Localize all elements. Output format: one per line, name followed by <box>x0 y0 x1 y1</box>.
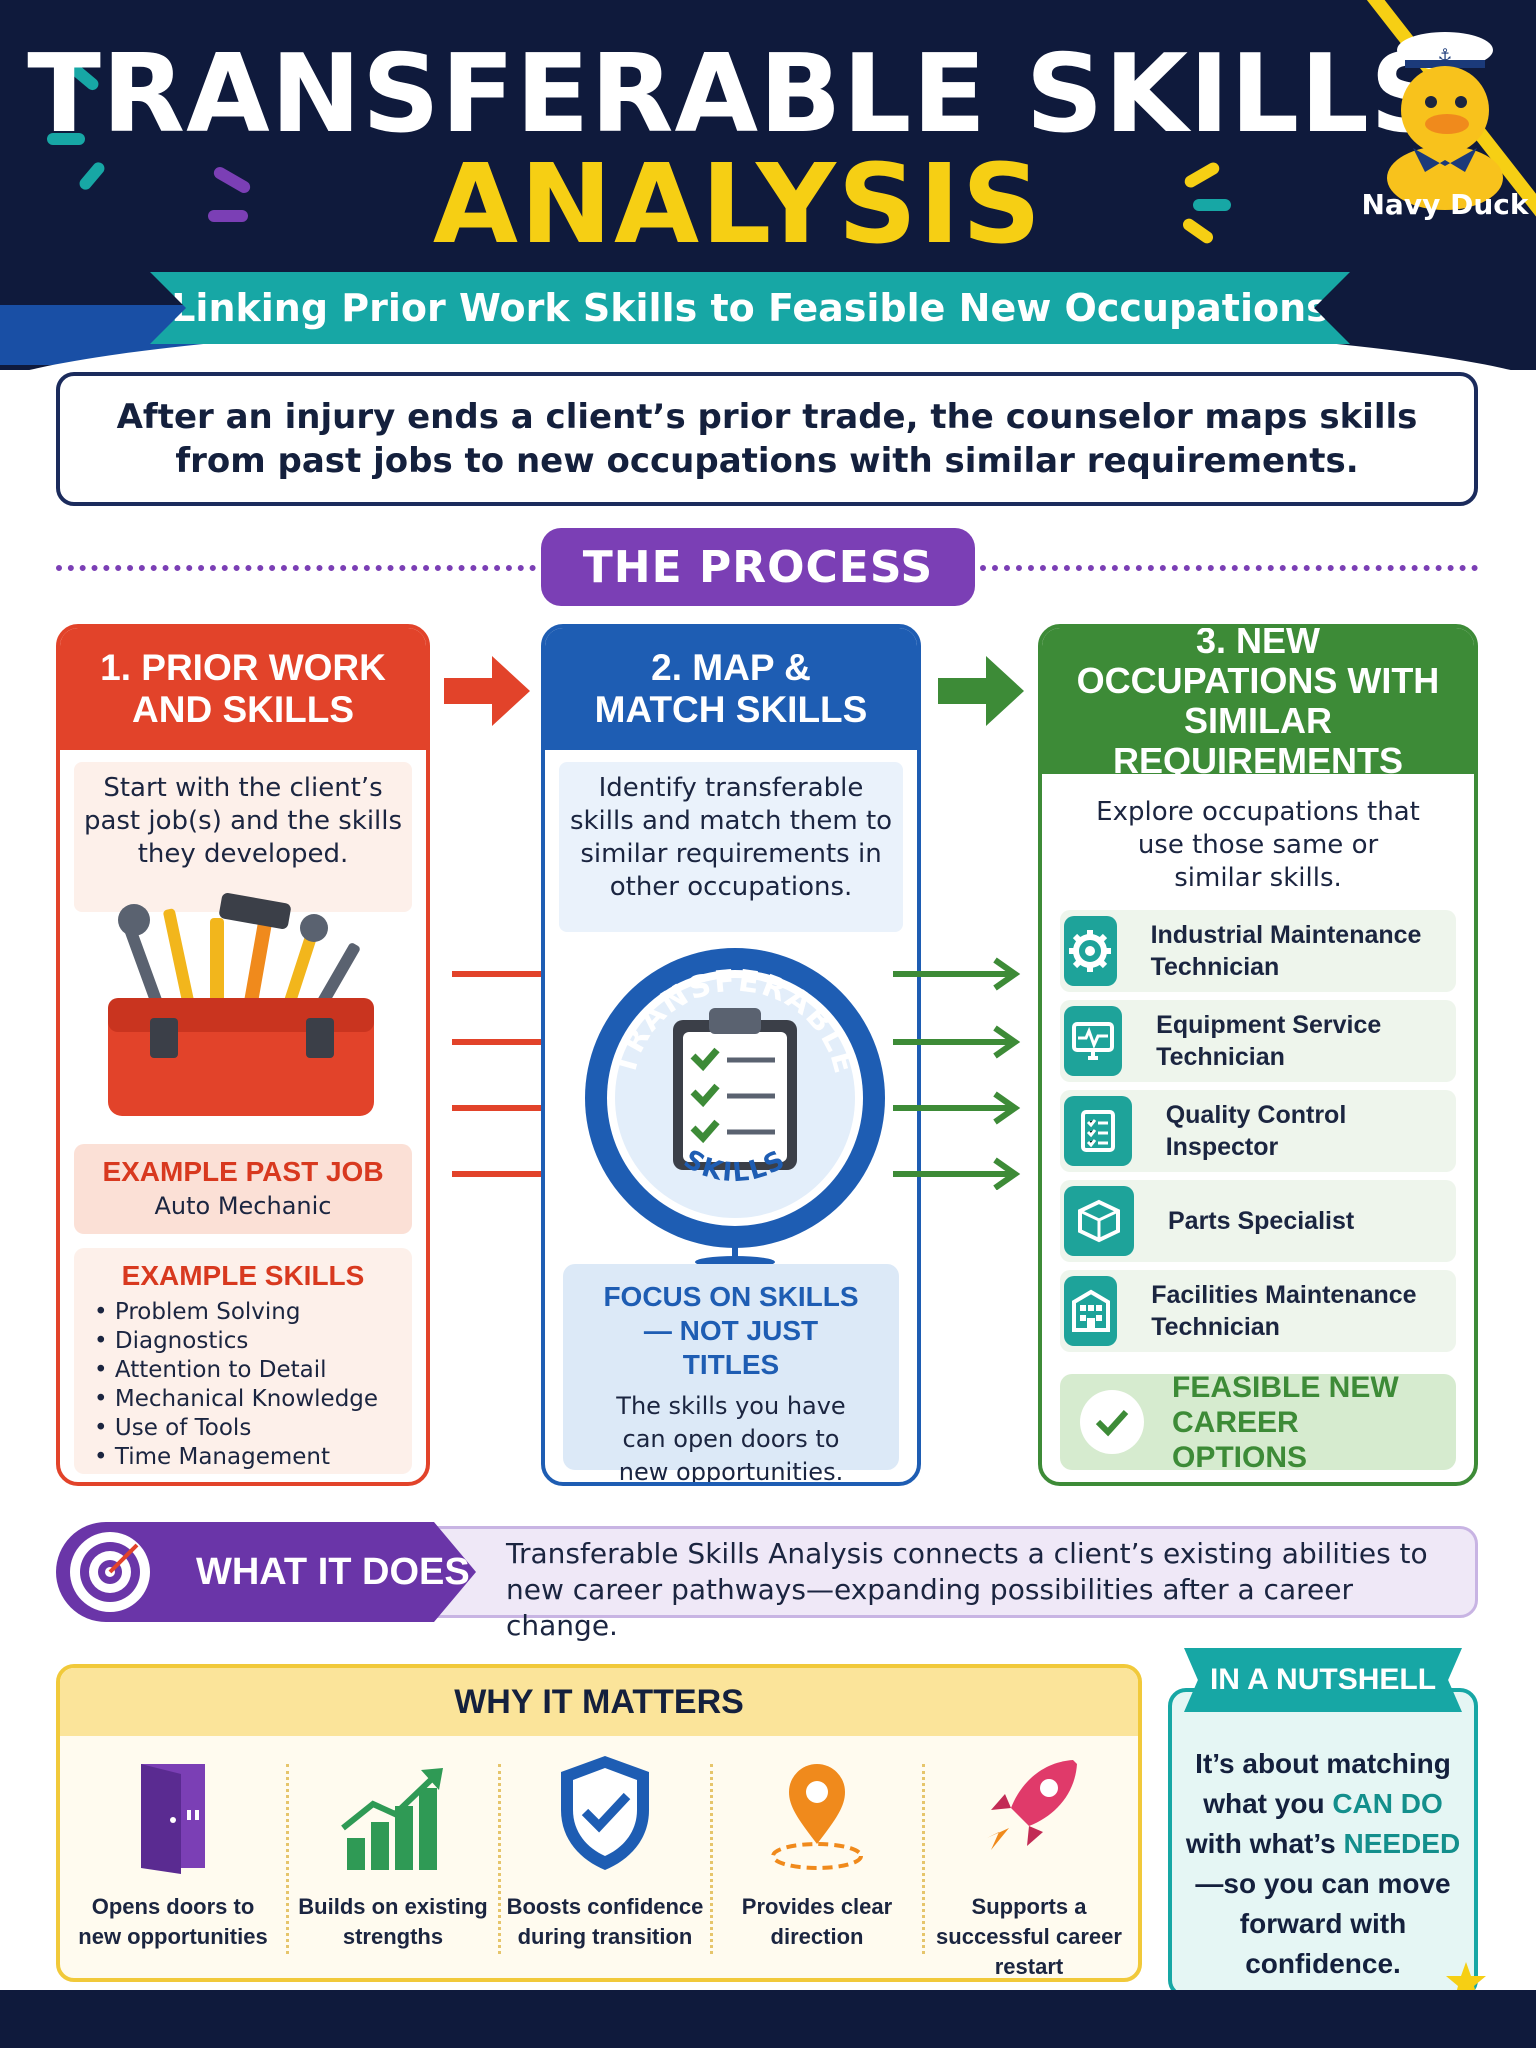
why-it-matters-label: WHY IT MATTERS <box>454 1682 744 1721</box>
what-it-does-banner: WHAT IT DOES Transferable Skills Analysi… <box>56 1522 1478 1642</box>
title-line-1: TRANSFERABLE SKILLS <box>27 32 1449 157</box>
divider <box>922 1764 925 1954</box>
step-1-description: Start with the client’s past job(s) and … <box>74 762 412 912</box>
nutshell-text-part: —so you can move forward with confidence… <box>1195 1868 1451 1979</box>
dotted-divider <box>980 565 1478 571</box>
target-icon <box>70 1532 150 1612</box>
occupation-label: Industrial Maintenance Technician <box>1150 921 1422 981</box>
footer-wave <box>0 1990 1536 2048</box>
step-3-card: 3. NEW OCCUPATIONS WITH SIMILAR REQUIREM… <box>1038 624 1478 1486</box>
list-item: Mechanical Knowledge <box>94 1385 392 1414</box>
step-2-card: 2. MAP & MATCH SKILLS Identify transfera… <box>541 624 921 1486</box>
svg-text:⚓: ⚓ <box>1438 45 1452 64</box>
title-line-2: ANALYSIS <box>432 140 1044 268</box>
list-item: Opens doors to new opportunities <box>68 1748 278 1978</box>
example-skills: EXAMPLE SKILLS Problem Solving Diagnosti… <box>74 1248 412 1474</box>
nutshell-text: It’s about matching what you CAN DO with… <box>1172 1744 1474 1984</box>
arrow-right-icon <box>938 656 1024 726</box>
list-item: Attention to Detail <box>94 1356 392 1385</box>
why-item-label: Builds on existing strengths <box>298 1894 488 1949</box>
box-icon <box>1064 1186 1134 1256</box>
divider <box>498 1764 501 1954</box>
skills-list: Problem Solving Diagnostics Attention to… <box>94 1298 392 1472</box>
focus-body: The skills you have can open doors to ne… <box>616 1392 846 1486</box>
occupation-label: Facilities Maintenance Technician <box>1151 1281 1417 1341</box>
step-2-description: Identify transferable skills and match t… <box>559 762 903 932</box>
nutshell-text-part: with what’s <box>1185 1828 1344 1859</box>
list-item: Parts Specialist <box>1060 1180 1456 1262</box>
subtitle-ribbon: Linking Prior Work Skills to Feasible Ne… <box>150 272 1350 344</box>
occupation-label: Quality Control Inspector <box>1165 1101 1347 1161</box>
occupation-label: Parts Specialist <box>1168 1207 1355 1235</box>
step-1-title: 1. PRIOR WORK AND SKILLS <box>60 628 426 750</box>
gear-icon <box>1064 916 1117 986</box>
why-item-label: Opens doors to new opportunities <box>78 1894 268 1949</box>
process-label: THE PROCESS <box>582 541 934 593</box>
flow-arrows-icon <box>893 957 1021 1190</box>
door-icon <box>141 1764 205 1874</box>
list-item: Use of Tools <box>94 1414 392 1443</box>
what-it-does-label: WHAT IT DOES <box>196 1551 470 1593</box>
toolbox-icon <box>108 893 374 1116</box>
shield-check-icon <box>561 1756 649 1870</box>
navy-duck-logo-icon: ⚓ <box>1387 32 1503 210</box>
nutshell-card: It’s about matching what you CAN DO with… <box>1168 1688 1478 1998</box>
step-2-title: 2. MAP & MATCH SKILLS <box>545 628 917 750</box>
list-item: Quality Control Inspector <box>1060 1090 1456 1172</box>
list-item: Supports a successful career restart <box>924 1748 1134 1978</box>
why-item-label: Supports a successful career restart <box>936 1894 1122 1979</box>
list-item: Provides clear direction <box>712 1748 922 1978</box>
why-it-matters-card: WHY IT MATTERS Opens doors to new opport… <box>56 1664 1142 1982</box>
monitor-icon <box>1064 1006 1123 1076</box>
nutshell-highlight: NEEDED <box>1343 1828 1461 1859</box>
step-1-card: 1. PRIOR WORK AND SKILLS Start with the … <box>56 624 430 1486</box>
intro-box: After an injury ends a client’s prior tr… <box>56 372 1478 506</box>
list-item: Time Management <box>94 1443 392 1472</box>
process-heading: THE PROCESS <box>541 528 975 606</box>
why-item-label: Provides clear direction <box>741 1894 893 1949</box>
dotted-divider <box>56 565 536 571</box>
list-item: Problem Solving <box>94 1298 392 1327</box>
what-it-does-text: Transferable Skills Analysis connects a … <box>506 1537 1428 1642</box>
nutshell-highlight: CAN DO <box>1332 1788 1443 1819</box>
past-job-value: Auto Mechanic <box>154 1192 332 1220</box>
focus-on-skills-box: FOCUS ON SKILLS— NOT JUST TITLES The ski… <box>563 1264 899 1482</box>
skills-label: EXAMPLE SKILLS <box>121 1260 365 1291</box>
list-item: Diagnostics <box>94 1327 392 1356</box>
feasible-options-box: FEASIBLE NEW CAREER OPTIONS <box>1060 1371 1456 1474</box>
divider <box>710 1764 713 1954</box>
nutshell-ribbon: IN A NUTSHELL <box>1184 1648 1462 1712</box>
rocket-icon <box>987 1760 1077 1850</box>
step-3-title: 3. NEW OCCUPATIONS WITH SIMILAR REQUIREM… <box>1042 628 1474 781</box>
star-icon <box>1446 1962 1486 2001</box>
example-past-job: EXAMPLE PAST JOB Auto Mechanic <box>74 1144 412 1234</box>
transferable-skills-badge-icon: TRANSFERABLE SKILLS <box>585 948 885 1268</box>
occupation-label: Equipment Service Technician <box>1156 1011 1382 1071</box>
what-it-does-panel <box>436 1526 1478 1618</box>
list-item: Industrial Maintenance Technician <box>1060 910 1456 992</box>
divider <box>286 1764 289 1954</box>
why-item-label: Boosts confidence during transition <box>506 1894 704 1949</box>
why-it-matters-header: WHY IT MATTERS <box>60 1668 1138 1736</box>
past-job-label: EXAMPLE PAST JOB <box>102 1156 384 1187</box>
list-item: Boosts confidence during transition <box>500 1748 710 1978</box>
nutshell-text-part: It’s about matching what you <box>1195 1748 1451 1819</box>
nutshell-label: IN A NUTSHELL <box>1209 1663 1437 1696</box>
list-item: Builds on existing strengths <box>288 1748 498 1978</box>
logo-text: Navy Duck <box>1361 188 1529 221</box>
feasible-label: FEASIBLE NEW CAREER OPTIONS <box>1172 1370 1399 1474</box>
arrow-right-icon <box>444 656 530 726</box>
focus-label: FOCUS ON SKILLS— NOT JUST TITLES <box>603 1281 859 1380</box>
location-pin-icon <box>771 1764 863 1870</box>
list-item: Equipment Service Technician <box>1060 1000 1456 1082</box>
step-3-description: Explore occupations that use those same … <box>1056 786 1460 926</box>
building-icon <box>1064 1276 1118 1346</box>
intro-text: After an injury ends a client’s prior tr… <box>116 397 1418 481</box>
subtitle-text: Linking Prior Work Skills to Feasible Ne… <box>171 286 1329 330</box>
growth-chart-icon <box>341 1768 443 1870</box>
checkmark-icon <box>1080 1390 1144 1454</box>
header-banner: TRANSFERABLE SKILLS ANALYSIS Linking Pri… <box>0 0 1536 370</box>
list-item: Facilities Maintenance Technician <box>1060 1270 1456 1352</box>
checklist-icon <box>1064 1096 1132 1166</box>
